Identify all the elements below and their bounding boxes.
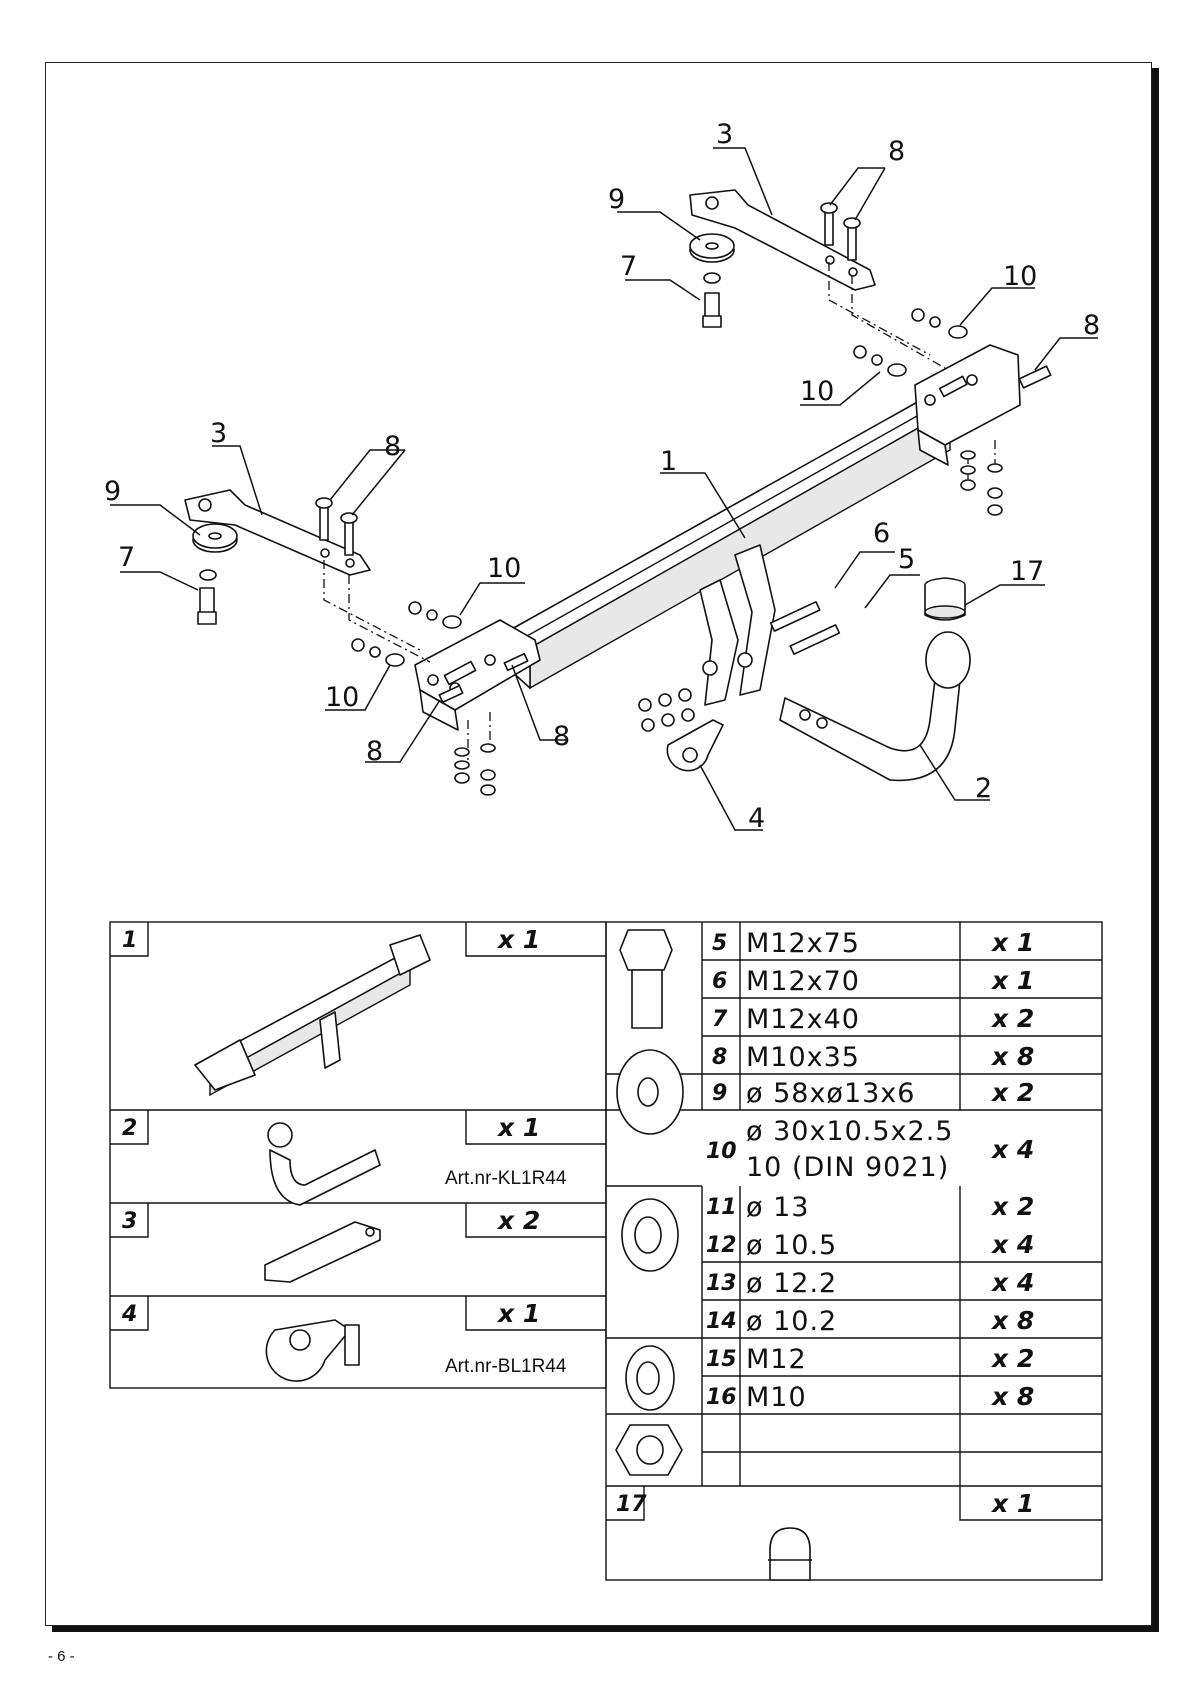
row-16-number: 16	[706, 1385, 737, 1410]
callout-labels: 1 2 3 3 4 5 6 7 7 8 8 8 8 8 9 9 10 10 10…	[104, 119, 1100, 834]
icon-side-bracket-thumbnail	[264, 1221, 381, 1283]
row-8-number: 8	[712, 1045, 727, 1070]
icon-socket-plate-thumbnail	[265, 1319, 360, 1382]
row-9-quantity: x 2	[990, 1078, 1034, 1107]
callout-4: 4	[748, 803, 765, 834]
callout-9-left: 9	[104, 476, 121, 507]
towball-neck	[779, 631, 971, 782]
callout-17: 17	[1010, 556, 1044, 587]
right-end-bracket	[914, 344, 1021, 466]
socket-plate	[638, 688, 724, 772]
row-12-number: 12	[706, 1233, 737, 1258]
row-3-number: 3	[122, 1209, 137, 1234]
callout-3-left: 3	[210, 418, 227, 449]
row-9-spec: ø 58xø13x6	[746, 1078, 915, 1109]
icon-ball-cover	[768, 1527, 812, 1581]
row-5-quantity: x 1	[990, 928, 1034, 957]
row-10-quantity: x 4	[990, 1135, 1034, 1164]
callout-8-left-top: 8	[384, 431, 401, 462]
left-side-bracket	[184, 489, 371, 625]
callout-5: 5	[898, 544, 915, 575]
callout-leaders	[110, 147, 1098, 831]
row-2-number: 2	[122, 1116, 137, 1141]
parts-table: 1 x 1 2 x 1 Art.nr-KL1R44 3 x 2 4 x 1 Ar…	[109, 921, 1103, 1581]
row-7-spec: M12x40	[746, 1004, 860, 1035]
row-14-quantity: x 8	[990, 1306, 1034, 1335]
icon-bolt	[619, 929, 673, 1029]
icon-nut	[615, 1424, 683, 1476]
icon-crossbar-thumbnail	[194, 934, 431, 1097]
row-6-quantity: x 1	[990, 966, 1034, 995]
row-16-spec: M10	[746, 1382, 807, 1413]
icon-large-washer	[616, 1049, 684, 1135]
row-14-number: 14	[706, 1309, 737, 1334]
row-1-quantity: x 1	[496, 925, 540, 954]
row-17-number: 17	[616, 1492, 647, 1517]
left-plate-fasteners	[351, 601, 529, 796]
row-11-quantity: x 2	[990, 1192, 1034, 1221]
callout-7-left: 7	[118, 542, 135, 573]
callout-10-left: 10	[325, 682, 359, 713]
page-number: - 6 -	[48, 1648, 75, 1665]
long-bolts	[769, 601, 841, 655]
row-13-quantity: x 4	[990, 1268, 1034, 1297]
row-1-number: 1	[122, 928, 137, 953]
callout-10-left-top: 10	[487, 553, 521, 584]
callout-7-right: 7	[620, 251, 637, 282]
callout-10-right: 10	[800, 376, 834, 407]
right-side-bracket	[689, 189, 876, 328]
row-10-spec-din: 10 (DIN 9021)	[746, 1152, 949, 1183]
callout-8-center: 8	[553, 721, 570, 752]
icon-washer	[621, 1198, 679, 1272]
row-15-spec: M12	[746, 1344, 807, 1375]
row-2-article: Art.nr-KL1R44	[445, 1168, 567, 1189]
callout-8-right-top: 8	[888, 136, 905, 167]
row-14-spec: ø 10.2	[746, 1306, 837, 1337]
right-plate-fasteners	[853, 308, 1052, 516]
row-11-number: 11	[706, 1195, 737, 1220]
row-12-spec: ø 10.5	[746, 1230, 837, 1261]
row-5-number: 5	[712, 931, 727, 956]
callout-8-left-bottom: 8	[366, 736, 383, 767]
row-17-quantity: x 1	[990, 1489, 1034, 1518]
row-9-number: 9	[712, 1081, 727, 1106]
callout-1: 1	[660, 446, 677, 477]
row-8-spec: M10x35	[746, 1042, 860, 1073]
row-15-quantity: x 2	[990, 1344, 1034, 1373]
row-10-number: 10	[706, 1139, 737, 1164]
row-5-spec: M12x75	[746, 928, 860, 959]
row-13-number: 13	[706, 1271, 737, 1296]
icon-spring-washer	[625, 1345, 675, 1411]
row-13-spec: ø 12.2	[746, 1268, 837, 1299]
row-7-quantity: x 2	[990, 1004, 1034, 1033]
row-8-quantity: x 8	[990, 1042, 1034, 1071]
callout-2: 2	[975, 773, 992, 804]
icon-towball-thumbnail	[267, 1122, 381, 1206]
callout-9-right: 9	[608, 184, 625, 215]
crossbar-part	[509, 394, 951, 706]
row-3-quantity: x 2	[496, 1206, 540, 1235]
row-7-number: 7	[712, 1007, 728, 1032]
row-4-quantity: x 1	[496, 1299, 540, 1328]
ball-cover	[924, 577, 966, 621]
callout-3-right: 3	[716, 119, 733, 150]
row-11-spec: ø 13	[746, 1192, 809, 1223]
drawing-frame	[45, 62, 1152, 1626]
callout-6: 6	[873, 518, 890, 549]
row-12-quantity: x 4	[990, 1230, 1034, 1259]
row-4-article: Art.nr-BL1R44	[445, 1356, 567, 1377]
row-15-number: 15	[706, 1347, 737, 1372]
callout-8-right: 8	[1083, 310, 1100, 341]
row-6-spec: M12x70	[746, 966, 860, 997]
row-16-quantity: x 8	[990, 1382, 1034, 1411]
row-4-number: 4	[121, 1302, 137, 1327]
row-2-quantity: x 1	[496, 1113, 540, 1142]
row-6-number: 6	[712, 969, 727, 994]
row-10-spec: ø 30x10.5x2.5	[746, 1116, 953, 1147]
callout-10-right-top: 10	[1003, 261, 1037, 292]
